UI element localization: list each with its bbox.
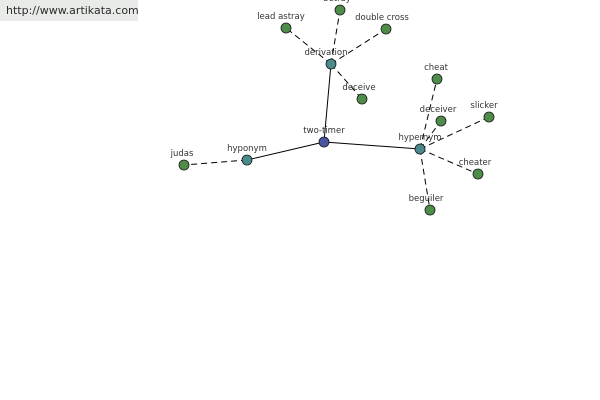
edge-hypernym-deceiver xyxy=(419,120,442,150)
edge-two-timer-hyponym xyxy=(246,141,325,161)
node-hypernym[interactable]: hypernym xyxy=(398,133,442,155)
node-cheat[interactable]: cheat xyxy=(424,63,449,85)
node-marker-hypernym[interactable] xyxy=(414,143,426,155)
node-hyponym[interactable]: hyponym xyxy=(227,144,267,166)
node-two-timer[interactable]: two-timer xyxy=(303,126,345,148)
graph-edges xyxy=(183,9,490,211)
node-marker-cheater[interactable] xyxy=(472,168,484,180)
node-label-judas[interactable]: judas xyxy=(170,149,194,159)
node-marker-deceiver[interactable] xyxy=(435,115,447,127)
graph-nodes: two-timer derivation hyponym hypernym betray… xyxy=(170,0,498,216)
node-marker-double-cross[interactable] xyxy=(380,23,392,35)
node-label-lead-astray[interactable]: lead astray xyxy=(257,12,305,22)
node-marker-beguiler[interactable] xyxy=(424,204,436,216)
node-label-deceiver[interactable]: deceiver xyxy=(420,105,457,115)
node-marker-hyponym[interactable] xyxy=(241,154,253,166)
node-deceive[interactable]: deceive xyxy=(342,83,376,105)
node-double-cross[interactable]: double cross xyxy=(355,13,409,35)
edge-derivation-deceive xyxy=(330,63,363,100)
node-slicker[interactable]: slicker xyxy=(470,101,498,123)
node-label-beguiler[interactable]: beguiler xyxy=(409,194,444,204)
node-label-deceive[interactable]: deceive xyxy=(342,83,375,93)
edge-hypernym-beguiler xyxy=(419,148,431,211)
node-marker-cheat[interactable] xyxy=(431,73,443,85)
node-deceiver[interactable]: deceiver xyxy=(420,105,457,127)
node-beguiler[interactable]: beguiler xyxy=(409,194,444,216)
edge-two-timer-derivation xyxy=(323,63,332,143)
node-label-two-timer[interactable]: two-timer xyxy=(303,126,345,136)
edge-hyponym-judas xyxy=(183,159,248,166)
edge-two-timer-hypernym xyxy=(323,141,421,150)
node-derivation[interactable]: derivation xyxy=(304,48,348,70)
edge-hypernym-slicker xyxy=(419,116,490,150)
node-betray[interactable]: betray xyxy=(323,0,351,16)
source-url-banner[interactable]: http://www.artikata.com xyxy=(0,0,138,21)
edge-derivation-double-cross xyxy=(330,28,387,65)
node-lead-astray[interactable]: lead astray xyxy=(257,12,305,34)
node-judas[interactable]: judas xyxy=(170,149,194,171)
node-label-cheat[interactable]: cheat xyxy=(424,63,448,73)
node-label-slicker[interactable]: slicker xyxy=(470,101,498,111)
node-label-betray[interactable]: betray xyxy=(323,0,351,4)
node-label-hyponym[interactable]: hyponym xyxy=(227,144,267,154)
node-marker-deceive[interactable] xyxy=(356,93,368,105)
node-label-hypernym[interactable]: hypernym xyxy=(398,133,441,143)
node-marker-two-timer[interactable] xyxy=(318,136,330,148)
edge-hypernym-cheat xyxy=(419,78,438,150)
edge-derivation-lead-astray xyxy=(285,27,332,65)
node-label-double-cross[interactable]: double cross xyxy=(355,13,409,23)
node-cheater[interactable]: cheater xyxy=(459,158,492,180)
node-label-derivation[interactable]: derivation xyxy=(304,48,347,58)
node-label-cheater[interactable]: cheater xyxy=(459,158,492,168)
node-marker-betray[interactable] xyxy=(334,4,346,16)
edge-derivation-betray xyxy=(330,9,341,65)
node-marker-slicker[interactable] xyxy=(483,111,495,123)
node-marker-lead-astray[interactable] xyxy=(280,22,292,34)
edge-hypernym-cheater xyxy=(419,148,479,175)
node-marker-judas[interactable] xyxy=(178,159,190,171)
node-marker-derivation[interactable] xyxy=(325,58,337,70)
